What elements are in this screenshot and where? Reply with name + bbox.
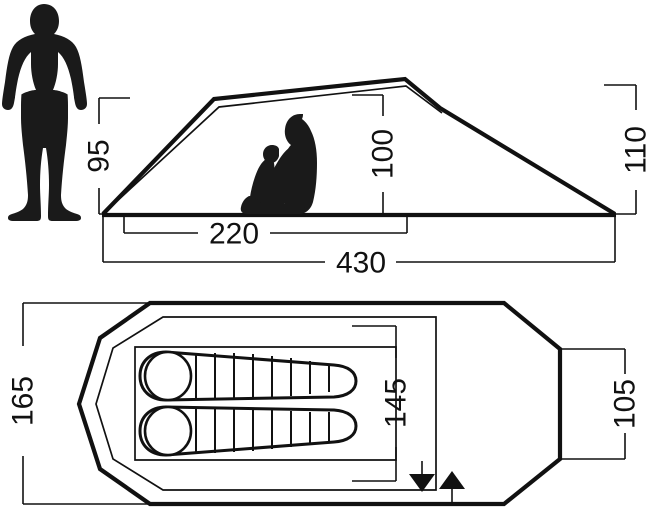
sleeping-bag-top-body bbox=[138, 350, 358, 402]
dimension-105: 105 bbox=[560, 348, 642, 460]
dimension-95: 95 bbox=[83, 97, 130, 215]
floor-plan-group: 165 145 105 bbox=[7, 300, 642, 507]
sleeping-bag-top-ribs bbox=[195, 353, 330, 399]
standing-person-silhouette bbox=[2, 4, 87, 221]
sleeping-bag-bottom-hood bbox=[143, 405, 193, 457]
dimension-220: 220 bbox=[123, 214, 408, 251]
sitting-person-torso-head bbox=[282, 114, 317, 214]
dimension-100-label: 100 bbox=[367, 129, 400, 179]
standing-person-shape bbox=[2, 4, 87, 221]
dimension-110: 110 bbox=[604, 84, 649, 215]
tent-inner-profile bbox=[102, 85, 443, 215]
dimension-105-label: 105 bbox=[609, 379, 642, 429]
standing-person-leg-gap bbox=[43, 150, 46, 205]
dimension-110-label: 110 bbox=[620, 126, 649, 174]
sleeping-bag-bottom bbox=[138, 405, 358, 457]
sleeping-bag-bottom-ribs bbox=[195, 408, 330, 454]
dimension-165: 165 bbox=[7, 302, 150, 505]
dimension-100: 100 bbox=[352, 94, 400, 215]
sleeping-bag-top bbox=[138, 350, 358, 402]
standing-person-left-arm-gap bbox=[15, 52, 36, 99]
side-view-group: 95 100 110 bbox=[2, 4, 649, 280]
dimension-430-label: 430 bbox=[336, 247, 386, 280]
sitting-person-foot-seat bbox=[240, 196, 305, 214]
dimension-145-label: 145 bbox=[380, 378, 413, 428]
entrance-arrow-in-head bbox=[409, 474, 435, 492]
entrance-arrow-out-head bbox=[439, 471, 465, 489]
tent-footprint-inner bbox=[95, 316, 437, 491]
dimension-95-label: 95 bbox=[83, 139, 116, 172]
sitting-person-thigh bbox=[262, 147, 297, 211]
tent-fly-profile bbox=[101, 76, 617, 216]
dimension-220-label: 220 bbox=[209, 218, 259, 251]
sitting-person-shin bbox=[249, 158, 275, 211]
sitting-person-silhouette bbox=[240, 114, 317, 214]
dimension-145: 145 bbox=[352, 325, 413, 482]
standing-person-right-arm-gap bbox=[53, 52, 74, 99]
tent-footprint-outer bbox=[76, 300, 563, 507]
dimension-430: 430 bbox=[102, 215, 616, 280]
entrance-arrows bbox=[409, 461, 465, 504]
dimension-165-label: 165 bbox=[7, 376, 40, 426]
sleeping-bag-top-hood bbox=[143, 350, 193, 402]
sleeping-bag-bottom-body bbox=[138, 405, 358, 457]
